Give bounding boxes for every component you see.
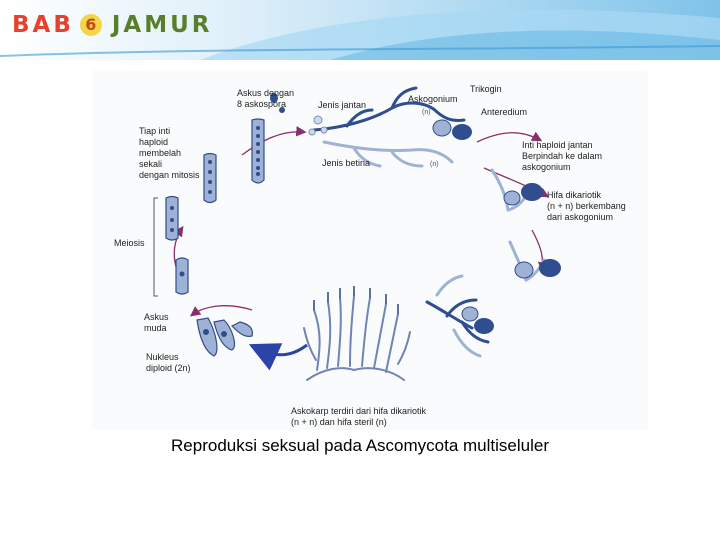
label-nukleus-diploid: Nukleus diploid (2n) (146, 352, 191, 373)
title-jamur: JAMUR (111, 12, 213, 38)
label-trikogin: Trikogin (470, 84, 502, 94)
ascocarp (303, 295, 411, 381)
asci-mature (203, 118, 265, 204)
label-inti-haploid: Inti haploid jantan Berpindah ke dalam a… (522, 140, 603, 172)
header-band (0, 0, 720, 60)
label-askokarp: Askokarp terdiri dari hifa dikariotik (n… (291, 406, 427, 427)
title-bab: BAB (12, 12, 74, 38)
label-jenis-betina: Jenis betina (322, 158, 371, 168)
label-askus-delapan: Askus dengan 8 askospora (237, 88, 295, 109)
label-askus-muda: Askus muda (144, 312, 169, 333)
stage-right-3 (425, 298, 490, 344)
label-askogonium: Askogonium (408, 94, 458, 104)
ploidy-label-2: (n) (430, 161, 439, 168)
label-tiap-inti: Tiap inti haploid membelah sekali dengan… (139, 126, 200, 180)
label-hifa-dikariotik: Hifa dikariotik (n + n) berkembang dari … (547, 190, 626, 222)
figure-caption: Reproduksi seksual pada Ascomycota multi… (171, 436, 549, 455)
label-meiosis: Meiosis (114, 238, 145, 248)
asci-meiosis (165, 195, 189, 295)
life-cycle-illustration: (n) (n) (153, 86, 561, 381)
mating-hyphae (312, 86, 466, 132)
young-asci (196, 317, 253, 357)
ploidy-label-1: (n) (422, 109, 431, 116)
label-anteredium: Anteredium (481, 107, 528, 117)
label-jenis-jantan: Jenis jantan (318, 100, 367, 110)
title-chapter-number: 6 (79, 14, 102, 36)
life-cycle-figure: (n) (n) Askus dengan 8 askospora Jenis j… (92, 70, 648, 430)
